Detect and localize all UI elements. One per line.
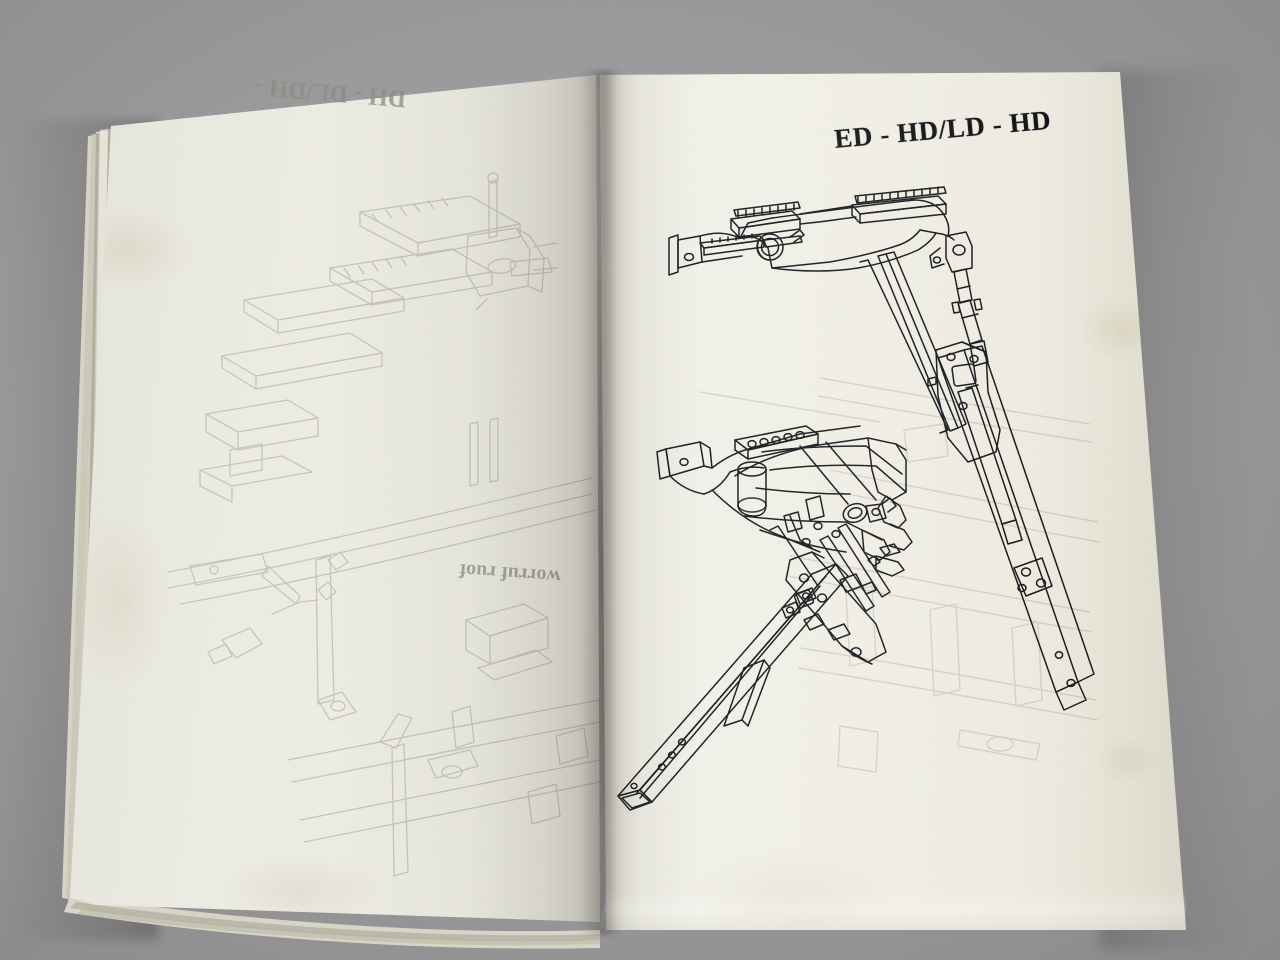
left-page-showthrough-title: ‮- HD/LD - HD xyxy=(253,73,408,112)
